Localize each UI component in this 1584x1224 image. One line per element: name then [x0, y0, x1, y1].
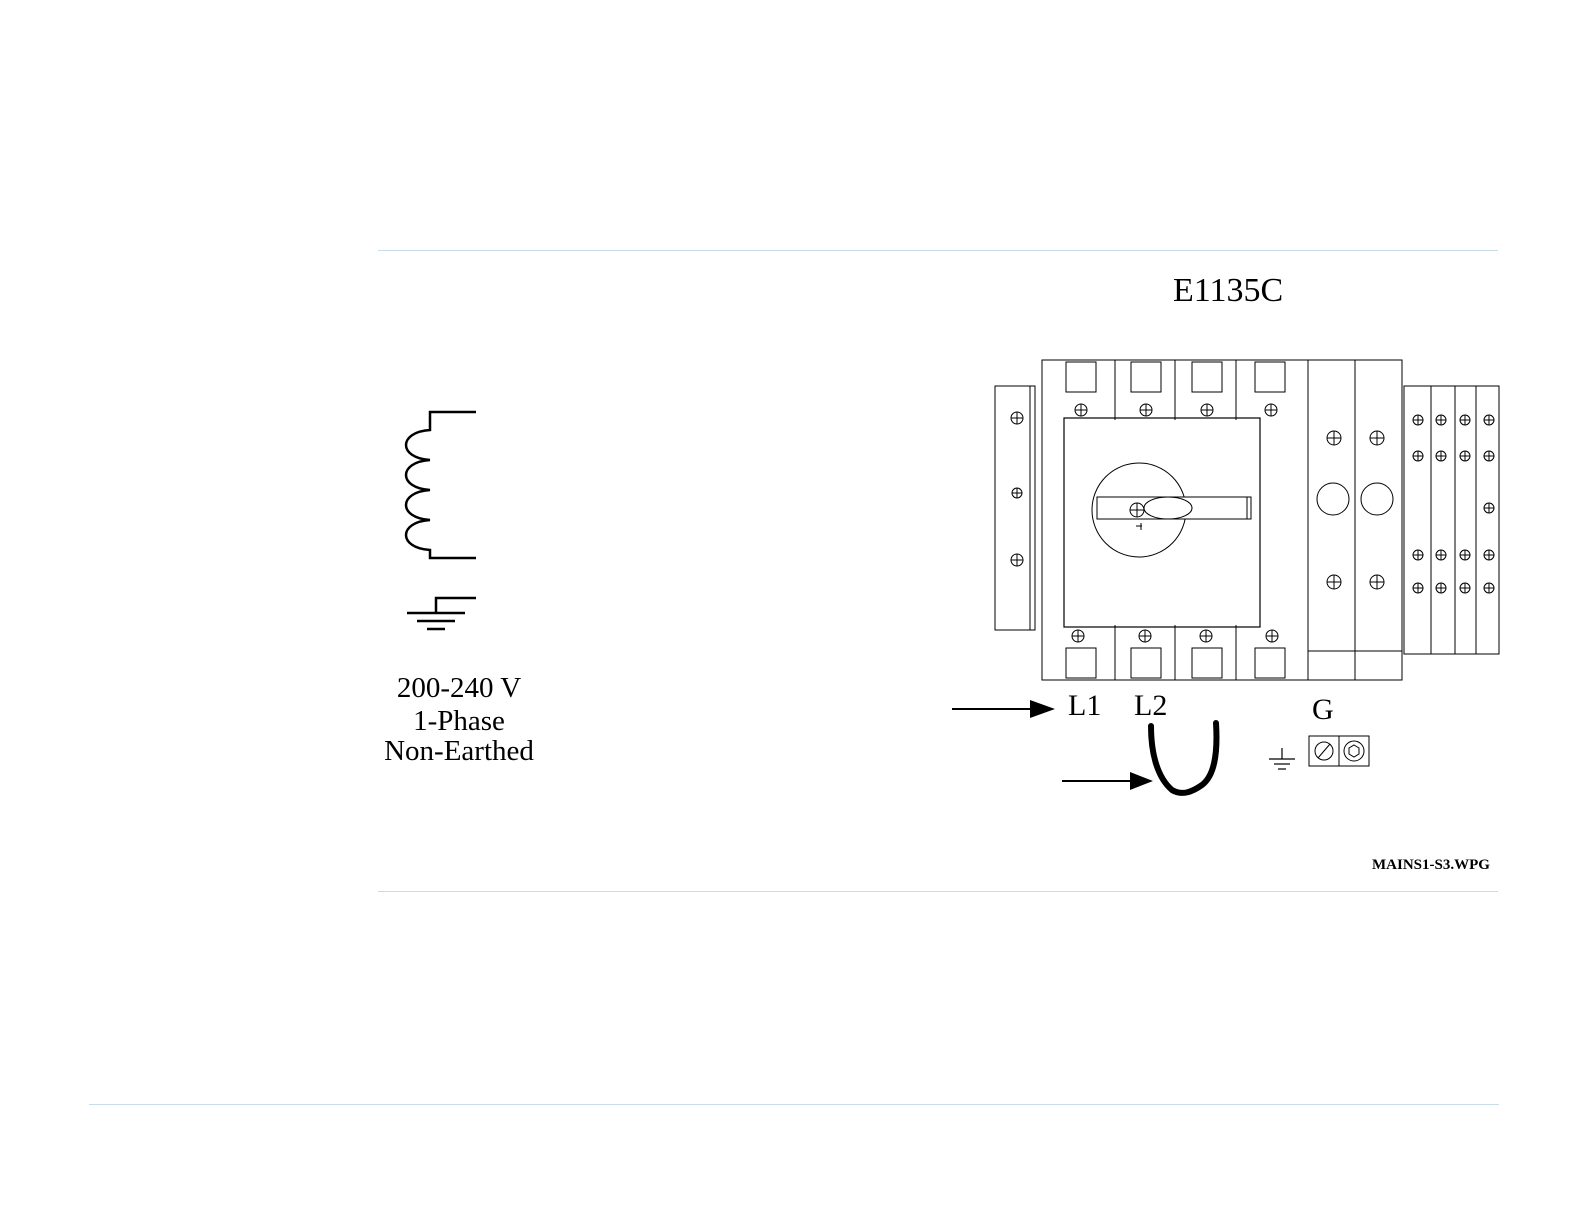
screw-icon	[1413, 550, 1423, 560]
screw-icon	[1266, 630, 1278, 642]
screw-icon	[1460, 451, 1470, 461]
terminal-label-l2: L2	[1134, 691, 1167, 721]
screw-icon	[1413, 415, 1423, 425]
screw-icon	[1201, 404, 1213, 416]
drawing-file-name: MAINS1-S3.WPG	[1372, 858, 1490, 873]
supply-phase: 1-Phase	[359, 707, 559, 736]
ground-symbol-icon	[407, 598, 476, 629]
screw-icon	[1327, 431, 1341, 445]
screw-icon	[1484, 451, 1494, 461]
screw-icon	[1484, 550, 1494, 560]
screw-icon	[1140, 404, 1152, 416]
screw-icon	[1436, 550, 1446, 560]
screw-icon	[1460, 415, 1470, 425]
supply-voltage: 200-240 V	[359, 674, 559, 703]
earth-symbol-icon	[1269, 748, 1295, 769]
screw-icon	[1436, 583, 1446, 593]
supply-earthing: Non-Earthed	[359, 737, 559, 766]
screw-icon	[1265, 404, 1277, 416]
screw-icon	[1370, 431, 1384, 445]
screw-icon	[1413, 583, 1423, 593]
ground-terminal-block	[1309, 736, 1369, 766]
screw-icon	[1460, 583, 1470, 593]
screw-icon	[1484, 415, 1494, 425]
screw-icon	[1130, 503, 1144, 517]
terminal-label-l1: L1	[1068, 691, 1101, 721]
screw-icon	[1484, 503, 1494, 513]
transformer-coil-icon	[406, 412, 476, 558]
screw-icon	[1012, 488, 1022, 498]
screw-icon	[1370, 575, 1384, 589]
screw-icon	[1072, 630, 1084, 642]
screw-icon	[1327, 575, 1341, 589]
screw-icon	[1011, 554, 1023, 566]
model-title: E1135C	[1173, 274, 1283, 308]
screw-icon	[1484, 583, 1494, 593]
screw-icon	[1460, 550, 1470, 560]
l2-input-arrow-icon	[1062, 772, 1153, 790]
hand-drawn-jumper	[1151, 723, 1216, 793]
screw-icon	[1436, 415, 1446, 425]
screw-icon	[1075, 404, 1087, 416]
screw-icon	[1200, 630, 1212, 642]
screw-icon	[1413, 451, 1423, 461]
disconnect-switch	[995, 360, 1499, 680]
screw-icon	[1139, 630, 1151, 642]
terminal-screws	[1011, 404, 1494, 642]
screw-icon	[1011, 412, 1023, 424]
l1-input-arrow-icon	[952, 700, 1055, 718]
terminal-label-ground: G	[1312, 695, 1334, 725]
screw-icon	[1436, 451, 1446, 461]
